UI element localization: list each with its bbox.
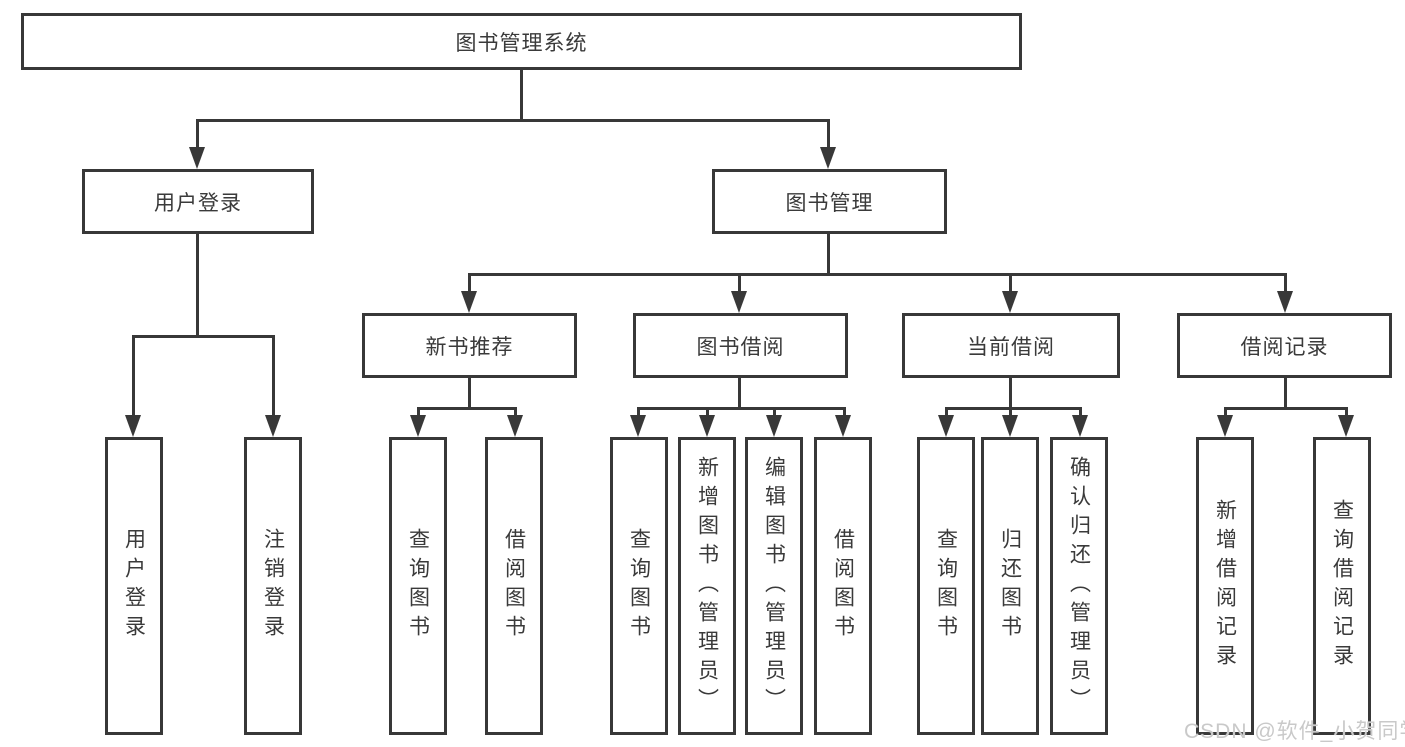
- leaf-query-books-recommend: 查询图书: [389, 437, 447, 735]
- arrow-down-icon: [1277, 291, 1293, 313]
- leaf-label: 新增借阅记录: [1213, 499, 1237, 673]
- connector-drop-leaf: [843, 407, 846, 419]
- connector-drop-level3: [738, 273, 741, 295]
- connector-drop-user-login: [196, 119, 199, 151]
- arrow-down-icon: [507, 415, 523, 437]
- connector-drop-leaf: [514, 407, 517, 419]
- node-book-management: 图书管理: [712, 169, 947, 234]
- connector-drop-level3: [1009, 273, 1012, 295]
- connector-user-login-bar: [132, 335, 275, 338]
- connector-drop-leaf: [132, 335, 135, 419]
- leaf-edit-books-admin: 编辑图书（管理员）: [745, 437, 803, 735]
- node-label: 图书管理: [785, 191, 874, 215]
- leaf-label: 查询图书: [406, 528, 430, 644]
- arrow-down-icon: [189, 147, 205, 169]
- arrow-down-icon: [461, 291, 477, 313]
- leaf-borrow-books: 借阅图书: [814, 437, 872, 735]
- connector-root-stem: [520, 69, 523, 122]
- arrow-down-icon: [1217, 415, 1233, 437]
- leaf-add-books-admin: 新增图书（管理员）: [678, 437, 736, 735]
- leaf-label: 查询借阅记录: [1330, 499, 1354, 673]
- arrow-down-icon: [1002, 415, 1018, 437]
- connector-drop-leaf: [637, 407, 640, 419]
- leaf-label: 借阅图书: [502, 528, 526, 644]
- arrow-down-icon: [1338, 415, 1354, 437]
- node-book-borrowing: 图书借阅: [633, 313, 848, 378]
- arrow-down-icon: [630, 415, 646, 437]
- node-new-book-recommend: 新书推荐: [362, 313, 577, 378]
- leaf-label: 归还图书: [998, 528, 1022, 644]
- leaf-borrow-books-recommend: 借阅图书: [485, 437, 543, 735]
- arrow-down-icon: [265, 415, 281, 437]
- connector-recommend-bar: [417, 407, 517, 410]
- node-label: 用户登录: [154, 191, 242, 215]
- connector-drop-leaf: [1224, 407, 1227, 419]
- connector-drop-leaf: [1079, 407, 1082, 419]
- leaf-label: 用户登录: [122, 528, 146, 644]
- connector-recommend-stem: [468, 377, 471, 410]
- connector-borrowing-stem: [738, 377, 741, 410]
- arrow-down-icon: [731, 291, 747, 313]
- connector-drop-leaf: [1345, 407, 1348, 419]
- connector-drop-leaf: [417, 407, 420, 419]
- arrow-down-icon: [766, 415, 782, 437]
- leaf-label: 新增图书（管理员）: [695, 455, 719, 717]
- arrow-down-icon: [125, 415, 141, 437]
- node-current-borrowing: 当前借阅: [902, 313, 1120, 378]
- leaf-label: 查询图书: [627, 528, 651, 644]
- leaf-label: 查询图书: [934, 528, 958, 644]
- connector-book-management-bar: [468, 273, 1287, 276]
- connector-drop-leaf: [706, 407, 709, 419]
- node-label: 图书借阅: [696, 335, 785, 359]
- leaf-query-books-current: 查询图书: [917, 437, 975, 735]
- leaf-label: 确认归还（管理员）: [1067, 455, 1091, 717]
- connector-drop-leaf: [945, 407, 948, 419]
- leaf-add-borrow-record: 新增借阅记录: [1196, 437, 1254, 735]
- leaf-query-books-borrowing: 查询图书: [610, 437, 668, 735]
- node-library-system: 图书管理系统: [21, 13, 1022, 70]
- connector-drop-leaf: [1009, 407, 1012, 419]
- leaf-user-login: 用户登录: [105, 437, 163, 735]
- leaf-label: 借阅图书: [831, 528, 855, 644]
- leaf-confirm-return-admin: 确认归还（管理员）: [1050, 437, 1108, 735]
- connector-drop-book-management: [827, 119, 830, 151]
- arrow-down-icon: [1072, 415, 1088, 437]
- connector-current-stem: [1009, 377, 1012, 410]
- connector-drop-leaf: [773, 407, 776, 419]
- leaf-label: 注销登录: [261, 528, 285, 644]
- arrow-down-icon: [410, 415, 426, 437]
- node-user-login: 用户登录: [82, 169, 314, 234]
- connector-records-bar: [1224, 407, 1348, 410]
- connector-current-bar: [945, 407, 1082, 410]
- leaf-return-books: 归还图书: [981, 437, 1039, 735]
- node-label: 新书推荐: [425, 335, 514, 359]
- arrow-down-icon: [699, 415, 715, 437]
- arrow-down-icon: [938, 415, 954, 437]
- connector-user-login-stem: [196, 233, 199, 338]
- node-label: 图书管理系统: [455, 31, 588, 55]
- leaf-query-borrow-record: 查询借阅记录: [1313, 437, 1371, 735]
- node-label: 借阅记录: [1240, 335, 1329, 359]
- connector-root-bar: [196, 119, 830, 122]
- leaf-label: 编辑图书（管理员）: [762, 455, 786, 717]
- arrow-down-icon: [835, 415, 851, 437]
- connector-drop-level3: [1284, 273, 1287, 295]
- arrow-down-icon: [820, 147, 836, 169]
- node-label: 当前借阅: [967, 335, 1055, 359]
- leaf-logout: 注销登录: [244, 437, 302, 735]
- connector-records-stem: [1284, 377, 1287, 410]
- connector-book-management-stem: [827, 233, 830, 276]
- connector-drop-leaf: [272, 335, 275, 419]
- connector-drop-level3: [468, 273, 471, 295]
- node-borrowing-records: 借阅记录: [1177, 313, 1392, 378]
- connector-borrowing-bar: [637, 407, 846, 410]
- csdn-watermark: CSDN @软件_小贺同学: [1184, 720, 1405, 743]
- arrow-down-icon: [1002, 291, 1018, 313]
